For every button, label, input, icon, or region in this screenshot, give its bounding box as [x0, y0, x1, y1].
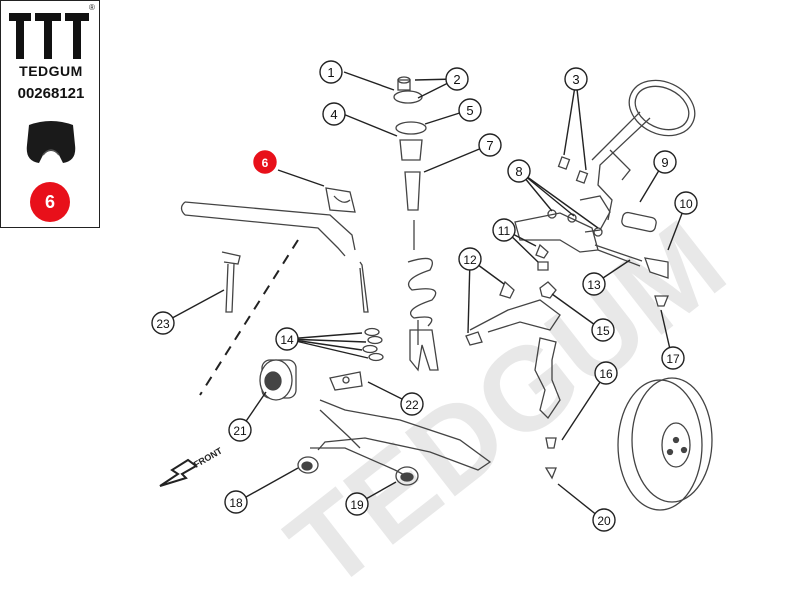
watermark-text: TEDGUM [265, 196, 749, 600]
callout-22-label: 22 [405, 398, 419, 412]
callout-6-highlight: 6 [253, 150, 277, 174]
bracket [329, 371, 363, 391]
center-dashed-line [199, 239, 299, 396]
callout-9: 9 [653, 150, 677, 174]
callout-14-label: 14 [280, 333, 294, 347]
callout-18-label: 18 [229, 496, 243, 510]
callout-14: 14 [275, 327, 299, 351]
brand-name: TEDGUM [19, 63, 83, 79]
callout-4-label: 4 [330, 107, 337, 122]
product-panel: ® TEDGUM 00268121 6 [0, 0, 100, 228]
callout-16-label: 16 [599, 367, 613, 381]
callout-20: 20 [592, 508, 616, 532]
callout-23: 23 [151, 311, 175, 335]
steering-assembly [557, 79, 696, 233]
callout-11-label: 11 [498, 224, 511, 238]
wheel [617, 377, 713, 511]
lower-control-arm [297, 399, 492, 486]
steering-knuckle [534, 295, 669, 480]
mounting-bushings [362, 327, 384, 362]
callout-8: 8 [507, 159, 531, 183]
callout-12-label: 12 [463, 253, 477, 267]
callout-1: 1 [319, 60, 343, 84]
callout-8-label: 8 [515, 164, 522, 179]
callout-17: 17 [661, 346, 685, 370]
callout-5: 5 [458, 98, 482, 122]
callout-20-label: 20 [597, 514, 611, 528]
front-arrow: FRONT [159, 445, 224, 487]
callout-12: 12 [458, 247, 482, 271]
callout-18: 18 [224, 490, 248, 514]
callout-16: 16 [594, 361, 618, 385]
part-number: 00268121 [17, 85, 85, 102]
callout-21-label: 21 [233, 424, 247, 438]
steering-rack [514, 209, 669, 279]
callout-17-label: 17 [666, 352, 680, 366]
callout-21: 21 [228, 418, 252, 442]
callout-10-label: 10 [679, 197, 693, 211]
callout-13: 13 [582, 272, 606, 296]
callout-7: 7 [478, 133, 502, 157]
callout-23-label: 23 [156, 317, 170, 331]
callout-1-label: 1 [327, 65, 334, 80]
callout-13-label: 13 [587, 278, 601, 292]
watermark: TEDGUM [265, 196, 749, 605]
callout-22: 22 [400, 392, 424, 416]
stabiliser-bar [180, 187, 369, 313]
large-bushing [259, 359, 297, 401]
tedgum-logo-icon [9, 13, 89, 59]
callout-2: 2 [445, 67, 469, 91]
callout-19-label: 19 [350, 498, 364, 512]
position-badge: 6 [30, 182, 70, 222]
callout-3-label: 3 [572, 72, 579, 87]
callout-9-label: 9 [661, 155, 668, 170]
strut-spring [393, 76, 439, 372]
callout-15-label: 15 [596, 324, 610, 338]
callout-2-label: 2 [453, 72, 460, 87]
callout-3: 3 [564, 67, 588, 91]
callout-19: 19 [345, 492, 369, 516]
callout-6-label: 6 [262, 156, 269, 170]
callout-10: 10 [674, 191, 698, 215]
callout-11: 11 [492, 218, 516, 242]
registered-mark: ® [89, 3, 95, 12]
bushing-thumbnail-icon [26, 121, 76, 163]
callout-5-label: 5 [466, 103, 473, 118]
front-label: FRONT [192, 445, 224, 469]
callout-4: 4 [322, 102, 346, 126]
callout-15: 15 [591, 318, 615, 342]
callout-7-label: 7 [486, 138, 493, 153]
